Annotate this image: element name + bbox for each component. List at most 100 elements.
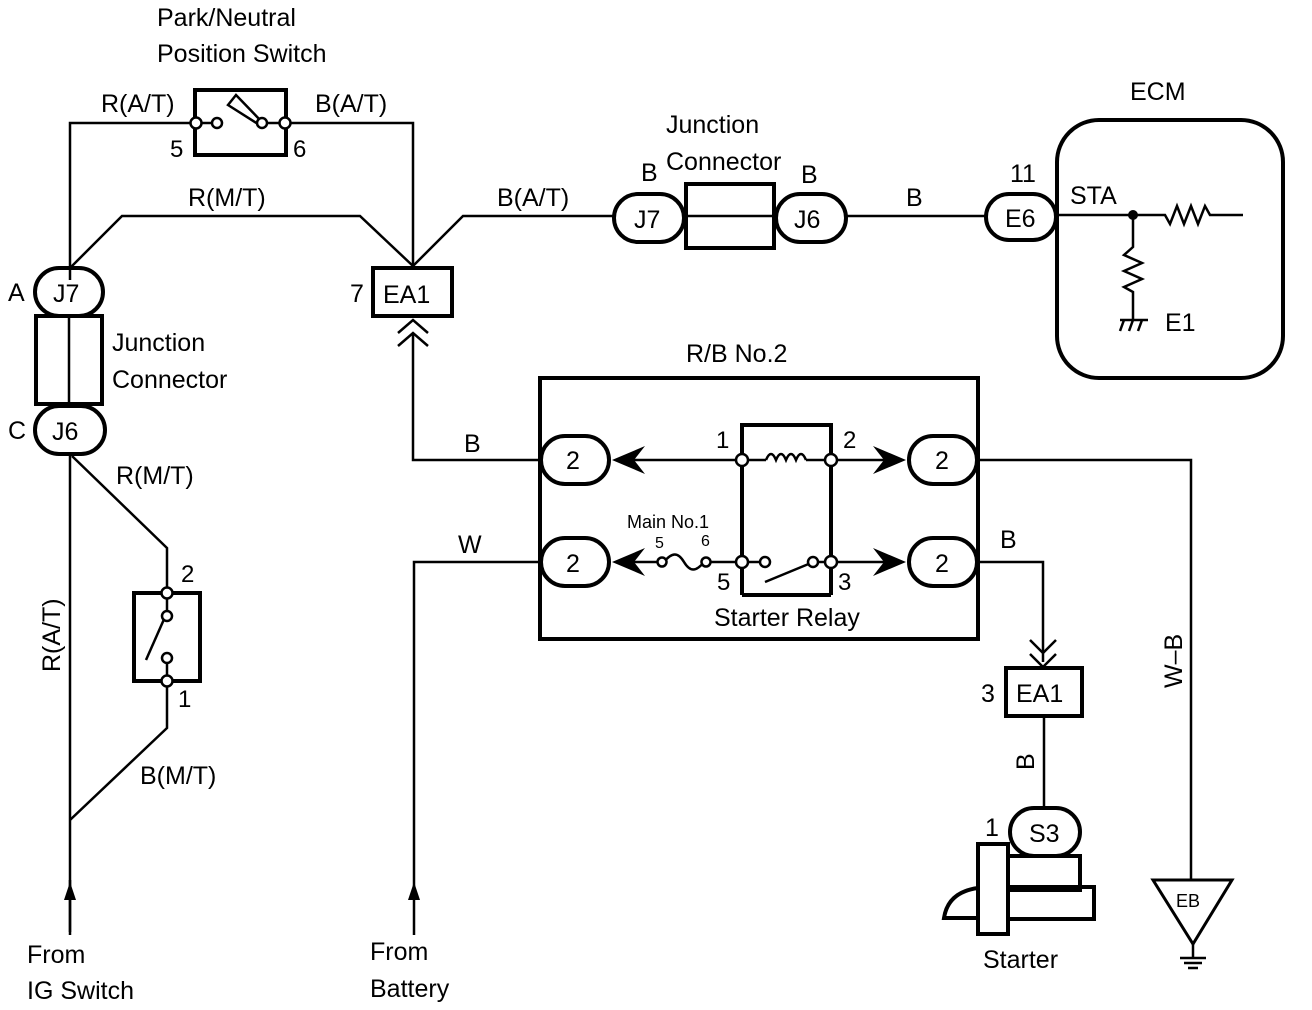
- relay-block-title: R/B No.2: [686, 340, 787, 368]
- wire-w-battery: [412, 560, 540, 935]
- relay-block-connector-3-label: 2: [935, 447, 949, 475]
- relay-block-connector-1: [539, 434, 611, 486]
- ig-source-label-2: IG Switch: [27, 977, 134, 1005]
- wire-label-r-at-top: R(A/T): [101, 90, 175, 118]
- starter: S3 1 Starter: [941, 806, 1096, 974]
- ig-source-label-1: From: [27, 941, 85, 969]
- connector-chevron-icon-3: [1029, 639, 1057, 655]
- ecm-ground-e1: E1: [1165, 309, 1196, 337]
- arrow-up-icon: [64, 882, 76, 900]
- fuse-pin-5: 5: [655, 535, 664, 552]
- relay-block-connector-3: [907, 434, 979, 486]
- junction-top-label-2: Connector: [666, 148, 781, 176]
- wire-r-mt-lower: [71, 455, 169, 592]
- arrow-up-icon-2: [408, 882, 420, 900]
- wire-r-at-top: [68, 121, 190, 280]
- wire-label-r-mt-top: R(M/T): [188, 184, 266, 212]
- connector-chevron-icon: [397, 318, 429, 334]
- connector-arrow-icon-2: [612, 548, 645, 576]
- pnp-pin-5: 5: [170, 136, 183, 163]
- connector-arrow-icon-3: [873, 446, 906, 474]
- connector-arrow-icon: [612, 446, 645, 474]
- connector-ea1-lower: EA1 3: [981, 639, 1084, 718]
- relay-block-connector-1-label: 2: [566, 447, 580, 475]
- wire-label-b-junction-ecm: B: [906, 184, 923, 212]
- connector-j6-top: [774, 192, 848, 244]
- relay-block-connector-2-label: 2: [566, 550, 580, 578]
- battery-source-label-2: Battery: [370, 975, 450, 1003]
- from-ig-switch: From IG Switch: [27, 880, 134, 1005]
- wire-label-wb-ground: W–B: [1160, 634, 1188, 688]
- connector-arrow-icon-4: [873, 548, 906, 576]
- starter-body-icon: [976, 842, 1010, 936]
- wire-r-mt-top: [69, 214, 414, 269]
- relay-block-connector-4: [907, 536, 979, 588]
- starter-gear-icon: [941, 886, 979, 920]
- connector-s3-pin: 1: [985, 814, 999, 842]
- resistor-icon: [1057, 202, 1243, 228]
- clutch-switch-contact-icon: [144, 616, 167, 661]
- from-battery: From Battery: [370, 882, 450, 1003]
- relay-pin-1: 1: [716, 427, 729, 454]
- connector-chevron-icon-2: [397, 331, 429, 347]
- ground-eb-label: EB: [1176, 891, 1200, 911]
- wire-label-b-at-top: B(A/T): [315, 90, 387, 118]
- park-neutral-switch: Park/Neutral Position Switch 5 6: [157, 4, 327, 163]
- wire-b-mt: [69, 678, 169, 821]
- connector-j7-left-pin: A: [8, 279, 25, 307]
- relay-pin-2: 2: [843, 427, 856, 454]
- junction-connector-top: Junction Connector J7 B J6 B: [612, 111, 848, 250]
- clutch-start-switch: 2 1: [132, 561, 202, 713]
- ecm-body: [1055, 118, 1285, 380]
- ea1-upper-label: EA1: [383, 281, 430, 309]
- starter-title: Starter: [983, 946, 1058, 974]
- wire-label-b-at-mid: B(A/T): [497, 184, 569, 212]
- battery-source-label-1: From: [370, 938, 428, 966]
- ground-eb: EB: [1150, 878, 1235, 970]
- ea1-upper-pin: 7: [350, 280, 364, 308]
- wire-wb-ground: [978, 458, 1193, 880]
- fuse-pin-6: 6: [701, 533, 710, 550]
- junction-left-label-1: Junction: [112, 329, 205, 357]
- relay-switch-contact-icon: [764, 561, 812, 584]
- ea1-lower-label: EA1: [1016, 680, 1063, 708]
- wire-b-at-mid: [412, 214, 614, 267]
- relay-pin-5: 5: [717, 569, 730, 596]
- fuse-title: Main No.1: [627, 512, 709, 532]
- junction-left-label-2: Connector: [112, 366, 227, 394]
- clutch-switch-pin-1: 1: [178, 686, 191, 713]
- connector-j7-top-pin: B: [641, 159, 658, 187]
- fuse-icon: [663, 553, 705, 571]
- wire-label-b-mt: B(M/T): [140, 762, 216, 790]
- connector-ea1-upper: EA1 7: [350, 266, 454, 347]
- connector-j6-left-label: J6: [52, 418, 78, 446]
- wire-b-relay-in: [411, 334, 540, 462]
- wire-b-starter: [978, 560, 1045, 662]
- wire-label-b-starter: B: [1000, 526, 1017, 554]
- resistor-icon-2: [1120, 215, 1146, 320]
- connector-j6-top-pin: B: [801, 161, 818, 189]
- wire-b-at-top: [291, 121, 415, 266]
- starter-relay-title: Starter Relay: [714, 604, 860, 632]
- relay-block: R/B No.2 2 2 2 2 1 2: [538, 340, 980, 641]
- ecm-title: ECM: [1130, 78, 1186, 106]
- relay-coil-icon: [764, 452, 808, 464]
- pnp-switch-title-1: Park/Neutral: [157, 4, 296, 32]
- ground-eb-body: [1150, 878, 1235, 947]
- ea1-upper-body: [371, 266, 454, 318]
- relay-block-connector-4-label: 2: [935, 550, 949, 578]
- connector-j6-top-label: J6: [794, 206, 820, 234]
- wire-label-b-starter-vertical: B: [1012, 753, 1040, 770]
- connector-s3-label: S3: [1029, 820, 1060, 848]
- wire-label-w-battery: W: [458, 531, 482, 559]
- junction-top-label-1: Junction: [666, 111, 759, 139]
- connector-j7-top-label: J7: [634, 206, 660, 234]
- wire-label-b-relay-in: B: [464, 430, 481, 458]
- ea1-lower-pin: 3: [981, 680, 995, 708]
- relay-block-connector-2: [539, 536, 611, 588]
- ecm-signal-sta: STA: [1070, 182, 1117, 210]
- relay-block-body: [538, 376, 980, 641]
- pnp-pin-6: 6: [293, 136, 306, 163]
- wire-label-r-at-vertical: R(A/T): [38, 598, 66, 672]
